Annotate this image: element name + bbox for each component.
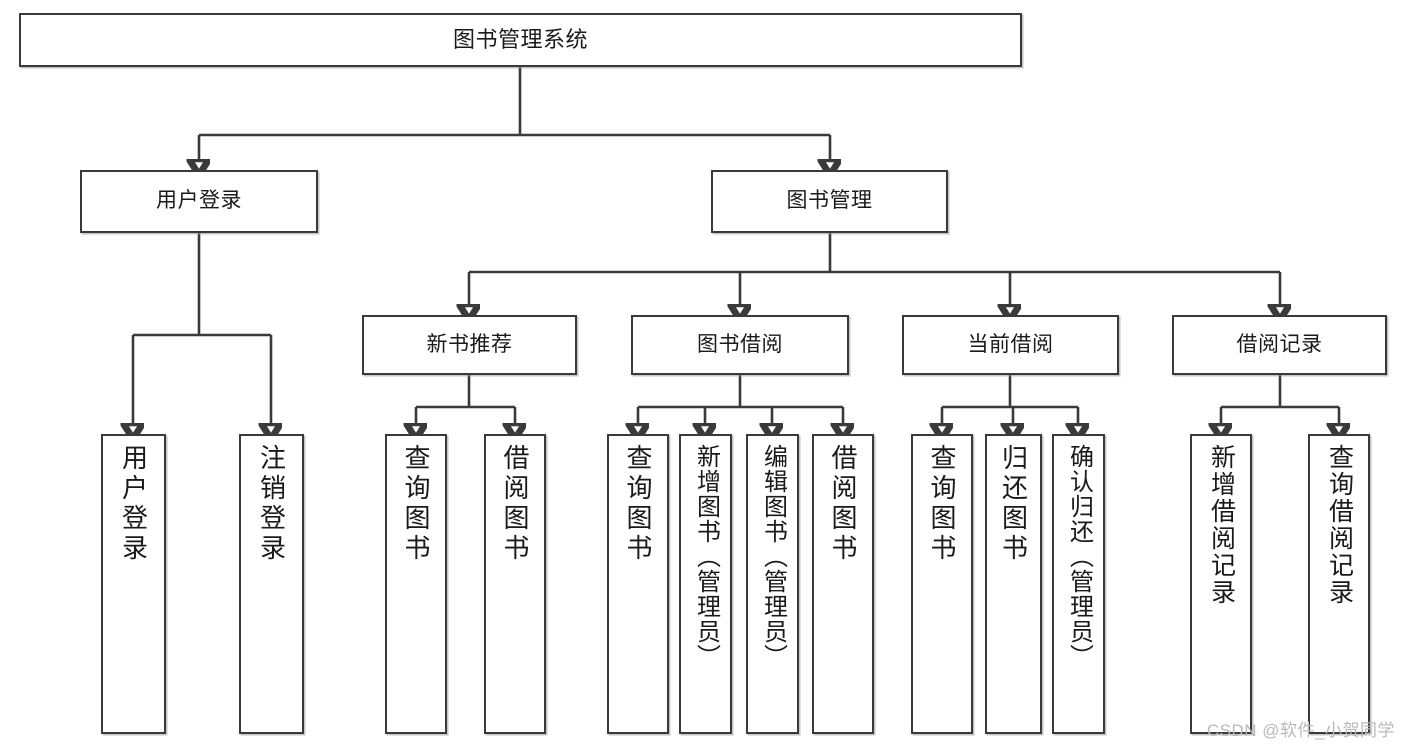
node-new-book-recommend[interactable]: 新书推荐 — [362, 315, 577, 375]
node-label: 注销登录 — [256, 444, 287, 564]
node-label: 查询图书 — [623, 444, 653, 564]
node-leaf-return-book[interactable]: 归还图书 — [985, 434, 1042, 734]
node-label: 图书管理 — [786, 189, 873, 213]
node-label: 归还图书 — [998, 444, 1029, 564]
node-label: 查询图书 — [401, 444, 431, 564]
node-label: 用户登录 — [118, 444, 149, 564]
node-label: 当前借阅 — [967, 332, 1054, 356]
node-borrow-record[interactable]: 借阅记录 — [1172, 315, 1387, 375]
node-label: 图书借阅 — [697, 332, 783, 356]
node-label: 查询借阅记录 — [1325, 444, 1354, 606]
node-leaf-query-borrow-record[interactable]: 查询借阅记录 — [1308, 434, 1370, 734]
node-current-borrow[interactable]: 当前借阅 — [902, 315, 1119, 375]
watermark-text: CSDN @软件_小贺同学 — [1206, 721, 1395, 740]
node-leaf-query-book-borrow[interactable]: 查询图书 — [607, 434, 669, 734]
node-label: 用户登录 — [156, 189, 242, 213]
node-leaf-user-login[interactable]: 用户登录 — [101, 434, 166, 734]
node-book-borrow[interactable]: 图书借阅 — [631, 315, 849, 375]
node-label: 查询图书 — [927, 444, 957, 564]
node-label: 新增借阅记录 — [1207, 444, 1236, 606]
node-user-login[interactable]: 用户登录 — [80, 170, 318, 233]
node-leaf-query-book-recommend[interactable]: 查询图书 — [385, 434, 447, 734]
node-leaf-borrow-book-borrow[interactable]: 借阅图书 — [812, 434, 874, 734]
node-leaf-add-borrow-record[interactable]: 新增借阅记录 — [1190, 434, 1252, 734]
node-leaf-add-book-admin[interactable]: 新增图书（管理员） — [679, 434, 732, 734]
node-leaf-confirm-return-admin[interactable]: 确认归还（管理员） — [1052, 434, 1105, 734]
node-root-system[interactable]: 图书管理系统 — [19, 13, 1022, 67]
node-leaf-borrow-book-recommend[interactable]: 借阅图书 — [484, 434, 546, 734]
node-leaf-edit-book-admin[interactable]: 编辑图书（管理员） — [746, 434, 799, 734]
node-label: 借阅记录 — [1236, 332, 1323, 356]
node-label: 确认归还（管理员） — [1065, 444, 1093, 669]
node-label: 借阅图书 — [828, 444, 858, 564]
node-leaf-user-logout[interactable]: 注销登录 — [239, 434, 304, 734]
node-book-management[interactable]: 图书管理 — [711, 170, 948, 233]
node-label: 图书管理系统 — [452, 27, 588, 53]
node-leaf-query-book-current[interactable]: 查询图书 — [911, 434, 973, 734]
node-label: 借阅图书 — [500, 444, 530, 564]
node-label: 编辑图书（管理员） — [759, 444, 787, 669]
node-label: 新增图书（管理员） — [692, 444, 720, 669]
node-label: 新书推荐 — [426, 332, 513, 356]
